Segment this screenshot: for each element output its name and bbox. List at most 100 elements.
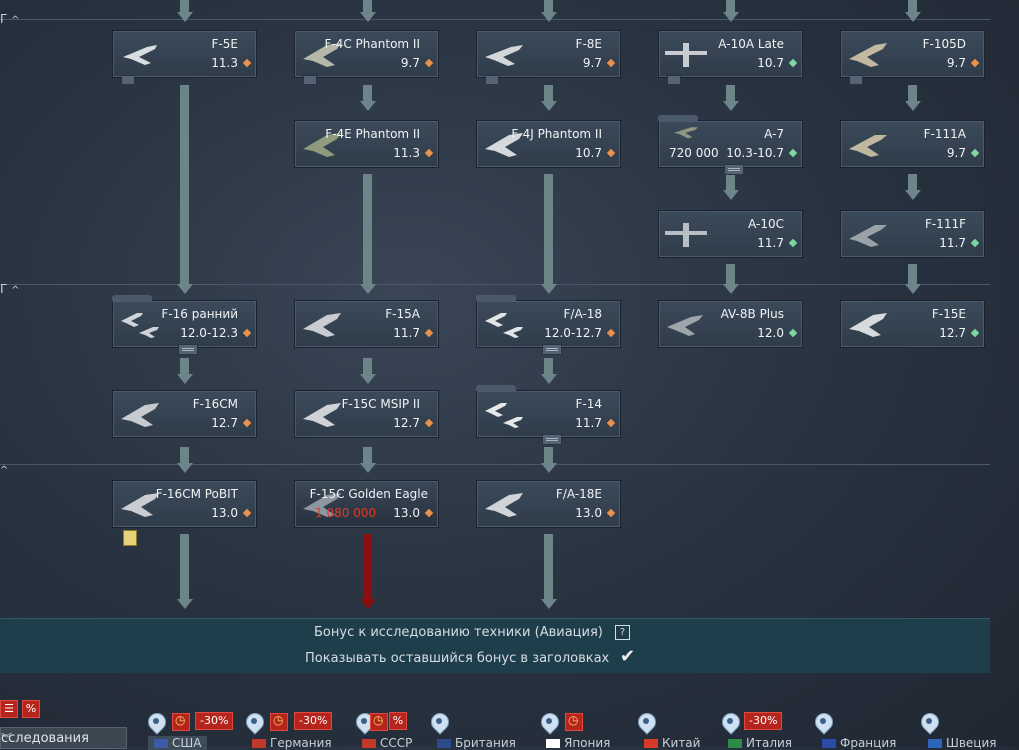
vehicle-name: F-15C Golden Eagle	[309, 487, 428, 501]
vehicle-card-f105d[interactable]: F-105D 9.7	[840, 30, 985, 85]
tree-connector	[726, 174, 735, 190]
flag-britain-icon	[437, 739, 451, 748]
vehicle-card-f15c-golden-eagle[interactable]: F-15C Golden Eagle 1 080 000 13.0	[294, 480, 439, 528]
expand-group-icon[interactable]	[542, 344, 562, 355]
rank-label[interactable]: Г ^	[0, 282, 20, 296]
rank-label[interactable]: Г ^	[0, 12, 20, 26]
battle-rating: 11.7	[757, 236, 784, 250]
percent-badge[interactable]: %	[22, 700, 40, 718]
arrow-down-icon	[360, 101, 376, 111]
nation-tab-germany[interactable]: Германия	[252, 736, 332, 750]
vehicle-card-f8e[interactable]: F-8E 9.7	[476, 30, 621, 85]
mode-diamond-icon	[606, 508, 616, 518]
vehicle-card-f5e[interactable]: F-5E 11.3	[112, 30, 257, 85]
vehicle-name: F-4E Phantom II	[325, 127, 420, 141]
arrow-down-icon	[723, 190, 739, 200]
vehicle-card-f16pobit[interactable]: F-16CM PoBIT 13.0	[112, 480, 257, 528]
tree-connector	[908, 0, 917, 14]
status-tag	[849, 75, 863, 85]
bonus-toggle-checkbox[interactable]: ✔	[620, 646, 636, 667]
tree-connector	[363, 447, 372, 464]
nation-tab-ussr[interactable]: СССР	[362, 736, 412, 750]
vehicle-card-a10c[interactable]: A-10C 11.7	[658, 210, 803, 258]
tree-connector	[908, 174, 917, 190]
arrow-down-icon	[905, 12, 921, 22]
tree-connector	[180, 0, 189, 14]
jet-icon	[485, 403, 523, 428]
vehicle-card-fa18[interactable]: F/A-18 12.0-12.7	[476, 295, 621, 355]
arrow-down-icon	[541, 284, 557, 294]
battle-rating: 13.0	[393, 506, 420, 520]
help-icon[interactable]: ?	[615, 625, 630, 640]
vehicle-card-av8b[interactable]: AV-8B Plus 12.0	[658, 300, 803, 348]
flag-germany-icon	[252, 739, 266, 748]
jet-icon	[667, 315, 703, 336]
vehicle-card-a7[interactable]: A-7 720 000 10.3-10.7	[658, 115, 803, 175]
vehicle-name: F-8E	[575, 37, 602, 51]
research-cost: 720 000	[669, 146, 719, 160]
tree-connector	[908, 264, 917, 284]
vehicle-name: F-4J Phantom II	[511, 127, 602, 141]
vehicle-card-f111f[interactable]: F-111F 11.7	[840, 210, 985, 258]
chevron-down-icon: ︾	[1, 732, 12, 745]
battle-rating: 10.7	[575, 146, 602, 160]
nation-tab-japan[interactable]: Япония	[546, 736, 610, 750]
arrow-down-icon	[177, 12, 193, 22]
clock-icon	[565, 713, 583, 731]
vehicle-card-f16early[interactable]: F-16 ранний 12.0-12.3	[112, 295, 257, 355]
vehicle-card-f15c[interactable]: F-15C MSIP II 12.7	[294, 390, 439, 438]
mode-diamond-icon	[424, 148, 434, 158]
map-pin-icon	[242, 709, 268, 735]
jet-icon	[303, 43, 341, 67]
expand-group-icon[interactable]	[542, 434, 562, 445]
jet-icon	[303, 493, 341, 517]
tree-connector	[363, 174, 372, 284]
mode-diamond-icon	[606, 328, 616, 338]
tree-connector	[726, 264, 735, 284]
list-badge-icon[interactable]: ☰	[0, 700, 18, 718]
nation-tab-britain[interactable]: Британия	[437, 736, 516, 750]
tree-connector	[363, 358, 372, 374]
mode-diamond-icon	[424, 418, 434, 428]
vehicle-card-fa18e[interactable]: F/A-18E 13.0	[476, 480, 621, 528]
tree-connector	[544, 85, 553, 101]
arrow-down-icon	[723, 284, 739, 294]
jet-icon	[485, 313, 523, 338]
vehicle-card-f15e[interactable]: F-15E 12.7	[840, 300, 985, 348]
mode-diamond-icon	[242, 328, 252, 338]
arrow-down-icon	[723, 101, 739, 111]
arrow-down-icon	[177, 284, 193, 294]
map-pin-icon	[917, 709, 943, 735]
tree-connector-locked	[363, 534, 372, 600]
discount-badge: -30%	[744, 712, 783, 730]
mode-diamond-icon	[242, 508, 252, 518]
vehicle-card-f4e[interactable]: F-4E Phantom II 11.3	[294, 120, 439, 168]
vehicle-card-f15a[interactable]: F-15A 11.7	[294, 300, 439, 348]
vehicle-card-f111a[interactable]: F-111A 9.7	[840, 120, 985, 168]
nation-tab-italy[interactable]: Италия	[728, 736, 792, 750]
nation-tab-china[interactable]: Китай	[644, 736, 700, 750]
research-tab[interactable]: сследования ︾	[0, 727, 127, 749]
rank-label[interactable]: ^	[0, 462, 8, 476]
nation-tab-france[interactable]: Франция	[822, 736, 896, 750]
nation-tab-usa[interactable]: США	[148, 736, 208, 750]
jet-icon	[123, 45, 157, 65]
tree-connector	[180, 85, 189, 285]
jet-icon	[665, 43, 707, 67]
vehicle-card-f4j[interactable]: F-4J Phantom II 10.7	[476, 120, 621, 168]
vehicle-card-a10a[interactable]: A-10A Late 10.7	[658, 30, 803, 85]
map-pin-icon	[718, 709, 744, 735]
arrow-down-icon	[541, 374, 557, 384]
expand-group-icon[interactable]	[178, 344, 198, 355]
expand-group-icon[interactable]	[724, 164, 744, 175]
clock-icon	[270, 713, 288, 731]
vehicle-name: F-15A	[385, 307, 420, 321]
vehicle-card-f16cm[interactable]: F-16CM 12.7	[112, 390, 257, 438]
nation-tab-sweden[interactable]: Швеция	[928, 736, 996, 750]
battle-rating: 12.7	[393, 416, 420, 430]
map-pin-icon	[144, 709, 170, 735]
map-pin-icon	[352, 709, 378, 735]
vehicle-card-f14[interactable]: F-14 11.7	[476, 385, 621, 445]
battle-rating: 10.7	[757, 56, 784, 70]
vehicle-card-f4c[interactable]: F-4C Phantom II 9.7	[294, 30, 439, 85]
